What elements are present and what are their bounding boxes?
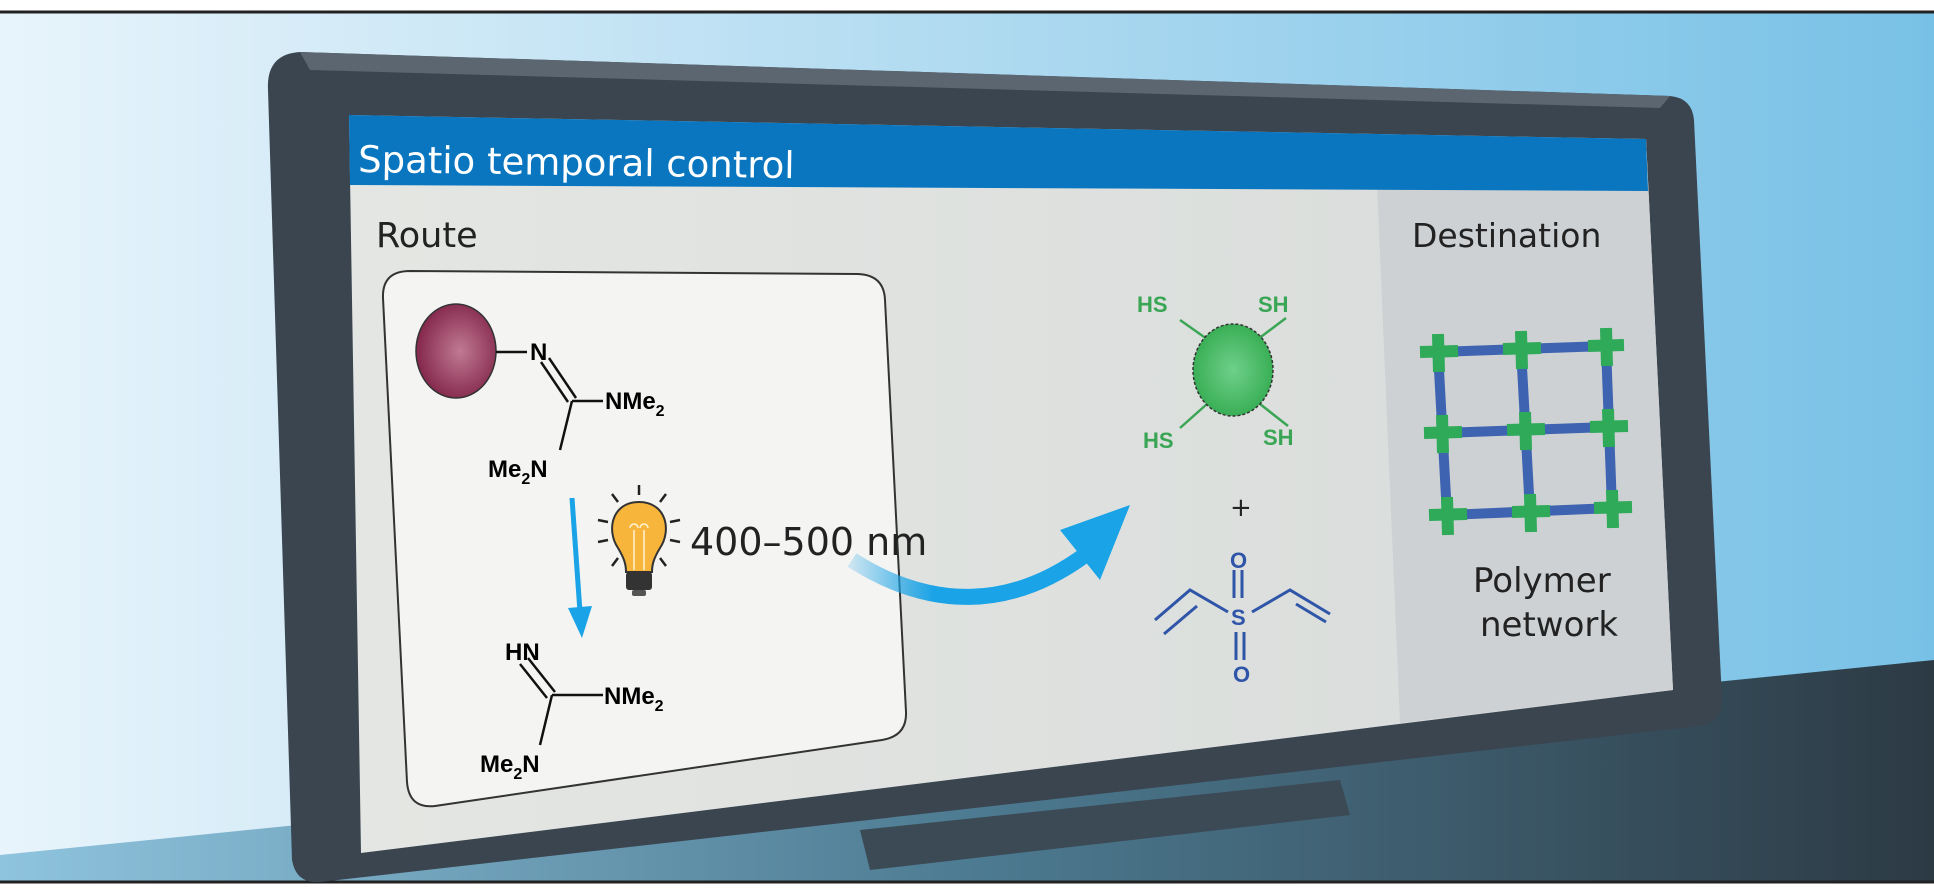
thiol-label-bottom-right: SH (1263, 425, 1294, 450)
route-label: Route (376, 216, 478, 256)
sulfone-o-top: O (1230, 548, 1247, 573)
reaction-arrow-down (568, 497, 592, 638)
screen-title: Spatio temporal control (358, 138, 795, 187)
thiol-label-bottom-left: HS (1143, 428, 1174, 453)
product-me2n: Me2N (480, 751, 540, 783)
plus-sign: + (1230, 493, 1252, 523)
product-bonds (519, 657, 603, 746)
curved-arrow (847, 505, 1130, 605)
header-bar (349, 115, 1648, 191)
polymer-network-icon (1419, 327, 1633, 536)
catalyst-nme2: NMe2 (605, 388, 665, 420)
catalyst-n: N (530, 339, 547, 366)
catalyst-me2n: Me2N (488, 456, 548, 488)
monitor-stand (860, 780, 1350, 870)
polymer-label-line1: Polymer (1473, 561, 1611, 601)
wavelength-label: 400–500 nm (690, 520, 927, 564)
thiol-crosslinker (1179, 317, 1289, 429)
sulfone-o-bottom: O (1233, 662, 1250, 687)
thiol-label-top-right: SH (1258, 292, 1289, 317)
product-nme2: NMe2 (604, 683, 664, 715)
product-hn: HN (505, 639, 540, 666)
catalyst-bead (415, 303, 497, 399)
polymer-label-line2: network (1480, 605, 1618, 645)
catalyst-bonds (496, 350, 603, 451)
sulfone-s: S (1231, 605, 1246, 630)
thiol-label-top-left: HS (1137, 292, 1168, 317)
light-bulb-icon (597, 485, 681, 596)
bezel-highlight (300, 52, 1670, 108)
destination-label: Destination (1412, 216, 1601, 255)
divinyl-sulfone (1154, 570, 1331, 660)
